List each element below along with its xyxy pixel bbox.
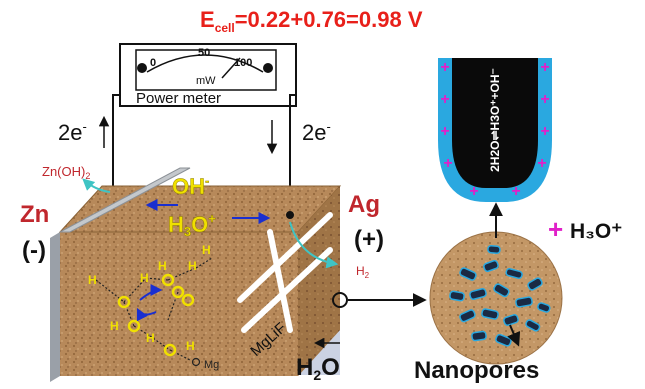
pore-equilibrium: 2H2O⇌H3O⁺+OH⁻ bbox=[488, 68, 502, 172]
meter-terminal-left bbox=[137, 63, 147, 73]
oxygen-atom bbox=[161, 273, 175, 287]
positive-charge: + bbox=[440, 59, 449, 76]
anode-sign: (-) bbox=[22, 237, 46, 264]
electron-label-left: 2e- bbox=[58, 119, 87, 145]
zoom-marker bbox=[332, 292, 348, 308]
positive-charge: + bbox=[469, 183, 478, 200]
zinc-slot-2 bbox=[35, 184, 50, 192]
hydrogen-atom: H bbox=[202, 243, 211, 257]
meter-tick-50: 50 bbox=[198, 47, 210, 59]
electron-label-right: 2e- bbox=[302, 119, 331, 145]
silver-contact bbox=[286, 211, 294, 219]
proton-hop-arrow bbox=[136, 307, 157, 322]
meter-tick-100: 100 bbox=[234, 57, 252, 69]
pore-plus-sign: + bbox=[548, 214, 563, 244]
positive-charge: + bbox=[540, 91, 549, 108]
pore-hydronium-label: H₃O⁺ bbox=[570, 220, 622, 243]
hydrogen-atom: H bbox=[188, 259, 197, 273]
nanopores-label: Nanopores bbox=[414, 357, 539, 384]
nanopore-zoom bbox=[429, 231, 563, 365]
zinc-plate-top bbox=[59, 167, 191, 233]
hydrogen-arrow bbox=[289, 221, 339, 269]
molecular-chain: H H H H H H H H Mg bbox=[88, 243, 219, 371]
hydrogen-label: H2 bbox=[356, 264, 370, 280]
meter-label: Power meter bbox=[136, 90, 221, 107]
anode-label: Zn bbox=[20, 201, 49, 228]
oxygen-atom-small bbox=[191, 357, 201, 367]
hydrogen-atom: H bbox=[146, 331, 155, 345]
positive-charge: + bbox=[440, 123, 449, 140]
pore-down-arrow bbox=[507, 324, 521, 347]
positive-charge: + bbox=[511, 183, 520, 200]
cathode-label: Ag bbox=[348, 191, 380, 218]
proton-hop-arrow bbox=[139, 284, 163, 301]
zinc-plate-edge bbox=[50, 232, 60, 382]
oxygen-atom bbox=[117, 295, 131, 309]
oxygen-atom bbox=[181, 293, 195, 307]
meter-needle bbox=[221, 57, 241, 79]
positive-charge: + bbox=[537, 155, 546, 172]
hydronium-ion: H3O+ bbox=[168, 211, 216, 239]
power-meter: 0 50 100 mW Power meter bbox=[119, 43, 297, 107]
hydrogen-atom: H bbox=[110, 319, 119, 333]
hydrogen-atom: H bbox=[140, 271, 149, 285]
hydrogen-atom: H bbox=[88, 273, 97, 287]
positive-charge: + bbox=[540, 59, 549, 76]
silver-electrode bbox=[237, 212, 333, 333]
oxygen-atom bbox=[171, 285, 185, 299]
hydroxide-ion: OH- bbox=[172, 173, 209, 199]
zinc-hydroxide-label: Zn(OH)2 bbox=[42, 164, 90, 181]
nanopore-tube: + + + + + + + + + + 2H2O⇌H3O⁺+OH⁻ bbox=[438, 58, 552, 202]
zinc-hydroxide-arrow bbox=[82, 178, 111, 193]
wire-right bbox=[289, 94, 296, 215]
cell-potential-equation: Ecell=0.22+0.76=0.98 V bbox=[200, 7, 423, 35]
hydrogen-atom: H bbox=[158, 259, 167, 273]
positive-charge: + bbox=[440, 91, 449, 108]
meter-terminal-right bbox=[263, 63, 273, 73]
magnesium-atom: Mg bbox=[204, 359, 219, 371]
wire-left bbox=[112, 94, 120, 210]
cathode-sign: (+) bbox=[354, 226, 384, 253]
meter-unit: mW bbox=[196, 75, 216, 87]
oxygen-atom bbox=[163, 343, 177, 357]
positive-charge: + bbox=[443, 155, 452, 172]
hydrogen-atom: H bbox=[186, 339, 195, 353]
positive-charge: + bbox=[540, 123, 549, 140]
oxygen-atom bbox=[127, 319, 141, 333]
water-label: H2O bbox=[296, 354, 340, 383]
meter-tick-0: 0 bbox=[150, 57, 156, 69]
